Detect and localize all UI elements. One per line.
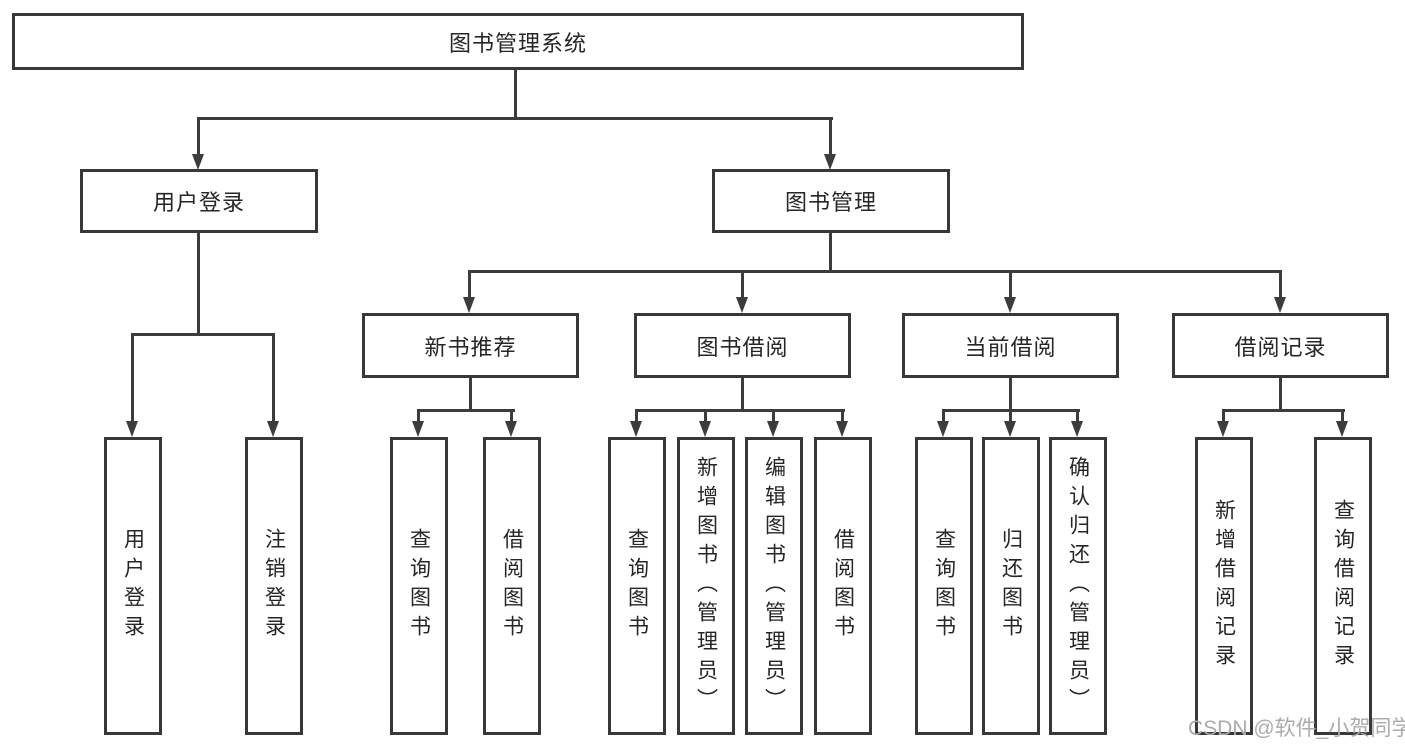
connector-rail: [1222, 409, 1345, 412]
leaf-label: 查询图书: [932, 528, 956, 644]
connector-userlogin-stem: [197, 233, 200, 336]
connector-root-stem: [514, 70, 517, 119]
node-user-login: 用户登录: [80, 169, 318, 233]
connector-level3-rail: [468, 270, 1282, 273]
leaf-label: 查询借阅记录: [1331, 499, 1355, 673]
connector-branch: [704, 409, 707, 423]
connector-branch: [841, 409, 844, 423]
connector-rail: [417, 409, 515, 412]
arrowhead-down-icon: [824, 154, 836, 170]
arrowhead-down-icon: [1217, 421, 1229, 437]
arrowhead-down-icon: [192, 154, 204, 170]
connector-stem: [469, 377, 472, 411]
arrowhead-down-icon: [736, 297, 748, 313]
connector-branch-user-login: [197, 117, 200, 157]
arrowhead-down-icon: [630, 421, 642, 437]
connector-level2-rail: [197, 117, 833, 120]
node-book-borrow: 图书借阅: [634, 313, 851, 378]
connector-branch: [1222, 409, 1225, 423]
connector-branch: [772, 409, 775, 423]
leaf-label: 借阅图书: [500, 528, 524, 644]
arrowhead-down-icon: [1004, 297, 1016, 313]
connector-branch: [1076, 409, 1079, 423]
arrowhead-down-icon: [937, 421, 949, 437]
arrowhead-down-icon: [505, 421, 517, 437]
connector-branch: [510, 409, 513, 423]
leaf-query-book: 查询图书: [390, 437, 448, 735]
leaf-label: 查询图书: [407, 528, 431, 644]
leaf-label: 新增图书（管理员）: [694, 455, 718, 717]
arrowhead-down-icon: [126, 421, 138, 437]
csdn-watermark: CSDN @软件_小贺同学: [1188, 717, 1405, 740]
leaf-add-borrow-record: 新增借阅记录: [1195, 437, 1253, 735]
leaf-query-book: 查询图书: [608, 437, 666, 735]
leaf-query-borrow-record: 查询借阅记录: [1314, 437, 1372, 735]
connector-branch: [417, 409, 420, 423]
arrowhead-down-icon: [463, 297, 475, 313]
arrowhead-down-icon: [267, 421, 279, 437]
leaf-borrow-book: 借阅图书: [483, 437, 541, 735]
node-book-management: 图书管理: [712, 169, 950, 233]
leaf-label: 注销登录: [262, 528, 286, 644]
leaf-logout: 注销登录: [245, 437, 303, 735]
arrowhead-down-icon: [1336, 421, 1348, 437]
connector-branch-book-mgmt: [829, 117, 832, 157]
connector-branch: [1009, 409, 1012, 423]
node-current-borrow: 当前借阅: [902, 313, 1119, 378]
leaf-borrow-book: 借阅图书: [814, 437, 872, 735]
leaf-add-book-admin: 新增图书（管理员）: [677, 437, 735, 735]
connector-branch: [1009, 270, 1012, 300]
leaf-label: 新增借阅记录: [1212, 499, 1236, 673]
arrowhead-down-icon: [836, 421, 848, 437]
leaf-label: 借阅图书: [831, 528, 855, 644]
leaf-user-login: 用户登录: [104, 437, 162, 735]
connector-userlogin-rail: [131, 333, 275, 336]
connector-branch: [1279, 270, 1282, 300]
node-borrow-record: 借阅记录: [1172, 313, 1389, 378]
leaf-label: 查询图书: [625, 528, 649, 644]
arrowhead-down-icon: [1274, 297, 1286, 313]
leaf-label: 编辑图书（管理员）: [762, 455, 786, 717]
connector-branch: [468, 270, 471, 300]
leaf-label: 归还图书: [999, 528, 1023, 644]
connector-branch: [942, 409, 945, 423]
connector-rail: [635, 409, 845, 412]
leaf-label: 用户登录: [121, 528, 145, 644]
node-system-root: 图书管理系统: [12, 13, 1024, 70]
arrowhead-down-icon: [1071, 421, 1083, 437]
arrowhead-down-icon: [699, 421, 711, 437]
arrowhead-down-icon: [412, 421, 424, 437]
connector-branch: [741, 270, 744, 300]
connector-branch: [272, 333, 275, 424]
leaf-confirm-return-admin: 确认归还（管理员）: [1049, 437, 1107, 735]
connector-branch: [131, 333, 134, 424]
arrowhead-down-icon: [767, 421, 779, 437]
connector-stem: [1009, 377, 1012, 411]
connector-stem: [741, 377, 744, 411]
leaf-return-book: 归还图书: [982, 437, 1040, 735]
leaf-label: 确认归还（管理员）: [1066, 455, 1090, 717]
connector-stem: [1279, 377, 1282, 411]
leaf-query-book: 查询图书: [915, 437, 973, 735]
node-new-book-recommend: 新书推荐: [362, 313, 579, 378]
connector-branch: [635, 409, 638, 423]
arrowhead-down-icon: [1004, 421, 1016, 437]
leaf-edit-book-admin: 编辑图书（管理员）: [745, 437, 803, 735]
connector-branch: [1341, 409, 1344, 423]
connector-bookmgmt-stem: [829, 233, 832, 273]
